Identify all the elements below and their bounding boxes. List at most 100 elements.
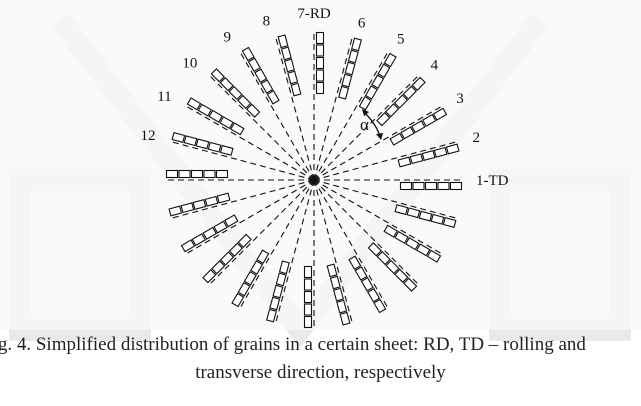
grain [213, 220, 228, 234]
grain [277, 34, 289, 49]
grain [219, 116, 234, 130]
direction-ray [313, 179, 421, 287]
grain [256, 249, 270, 264]
direction-label-5: 5 [397, 32, 405, 48]
grain [284, 58, 295, 73]
caption-line-1: Fig. 4. Simplified distribution of grain… [0, 334, 586, 355]
direction-ray [313, 140, 460, 181]
grain [171, 132, 186, 143]
grain [168, 205, 183, 217]
grain [237, 281, 251, 297]
alpha-angle-annotation: α [360, 109, 383, 140]
direction-ray [313, 179, 445, 256]
grain [250, 260, 264, 275]
direction-label-7: 7-RD [297, 6, 331, 22]
grain [266, 90, 280, 105]
grain [405, 237, 420, 251]
grain [333, 287, 344, 302]
grain [367, 287, 381, 303]
grain [364, 85, 378, 100]
figure-caption: Fig. 4. Simplified distribution of grain… [0, 334, 641, 394]
grain [411, 120, 426, 134]
direction-ray [313, 49, 390, 181]
grain [303, 290, 313, 304]
grain [230, 122, 245, 136]
direction-ray [313, 73, 421, 181]
grain [237, 233, 252, 248]
grain [219, 77, 234, 92]
grain [202, 269, 217, 284]
grain [415, 243, 431, 257]
grain [449, 181, 463, 191]
direction-ray [168, 179, 315, 220]
direction-ray [313, 179, 460, 220]
grain [315, 69, 325, 82]
grain [208, 109, 223, 123]
grain [303, 315, 313, 329]
grain [397, 156, 412, 168]
grain [192, 199, 207, 210]
alpha-arrow-head-top [362, 109, 369, 116]
grain [290, 82, 302, 97]
caption-line-2: transverse direction, respectively [195, 362, 446, 383]
grain-rectangles [165, 31, 463, 329]
grain [165, 169, 179, 179]
grain [191, 233, 207, 247]
grain [430, 213, 445, 225]
grain [421, 113, 437, 127]
grain [399, 181, 413, 191]
grain [228, 85, 243, 101]
grain [373, 298, 387, 314]
direction-label-6: 6 [358, 16, 366, 32]
grain [215, 169, 229, 179]
direction-ray [183, 104, 315, 181]
grain [315, 56, 325, 70]
grain [445, 143, 460, 155]
grain [202, 226, 217, 240]
grain [406, 207, 421, 219]
grain [424, 181, 438, 191]
grain [358, 96, 372, 111]
direction-label-10: 10 [182, 55, 197, 71]
grain [385, 259, 400, 275]
grain [376, 250, 391, 266]
grain [243, 271, 257, 286]
direction-ray [183, 179, 315, 256]
grain [303, 303, 313, 316]
grain [197, 103, 213, 117]
grain [393, 94, 409, 109]
direction-label-11: 11 [157, 89, 171, 105]
direction-ray [207, 179, 315, 287]
grain [354, 266, 368, 281]
grain [326, 263, 338, 278]
grain [402, 85, 417, 100]
direction-ray [313, 104, 445, 181]
grain [394, 204, 409, 216]
grain [210, 68, 225, 83]
grain [329, 275, 341, 290]
direction-label-4: 4 [431, 57, 439, 73]
grain [371, 74, 385, 89]
grain [260, 79, 274, 94]
grain [426, 249, 442, 263]
grain [211, 260, 226, 275]
grain [207, 141, 222, 153]
grain [338, 85, 350, 100]
grain [394, 268, 409, 283]
grain [178, 169, 191, 179]
grain [303, 278, 313, 291]
grain [384, 103, 400, 118]
grain [341, 73, 353, 88]
radial-direction-lines [164, 30, 464, 330]
grain [421, 150, 436, 161]
direction-label-8: 8 [263, 14, 271, 30]
grain [400, 126, 415, 140]
grain [280, 46, 292, 61]
grain [336, 299, 348, 314]
grain [224, 214, 239, 228]
grain [183, 135, 198, 147]
grain [351, 37, 362, 52]
grain [339, 311, 351, 326]
grain [247, 57, 261, 73]
